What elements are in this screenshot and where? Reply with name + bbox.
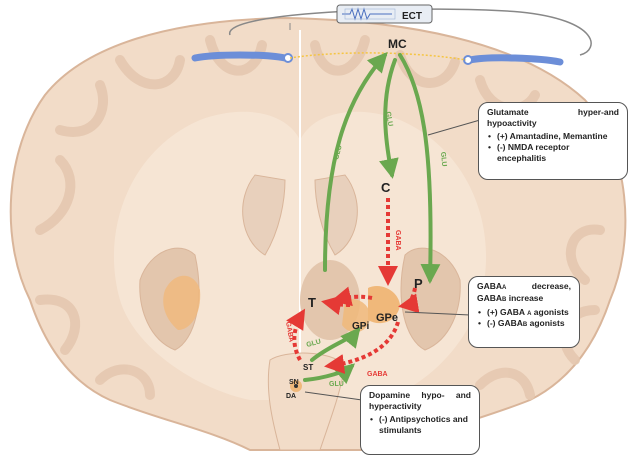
st-label: ST bbox=[303, 363, 313, 372]
da-label: DA bbox=[286, 393, 296, 400]
glutamate-callout-title: Glutamate hyper-and hypoactivity bbox=[487, 107, 619, 129]
right-electrode bbox=[466, 54, 564, 66]
gaba-c-gpe-label: GABA bbox=[394, 230, 401, 251]
ect-device: ECT bbox=[191, 4, 592, 66]
c-label: C bbox=[381, 180, 391, 195]
gaba-callout-list: (+) GABA A agonists (-) GABAB agonists bbox=[477, 307, 571, 331]
mc-c-glutamate-arrow bbox=[379, 58, 399, 179]
gpi-label: GPi bbox=[352, 321, 369, 332]
glutamate-callout-list: (+) Amantadine, Memantine (-) NMDA recep… bbox=[487, 131, 619, 164]
brain-section bbox=[9, 16, 627, 451]
mc-label: MC bbox=[388, 37, 407, 51]
gaba-item-b-agonists: (-) GABAB agonists bbox=[478, 318, 571, 330]
t-label: T bbox=[308, 295, 316, 310]
mc-p-glutamate-arrow bbox=[398, 53, 441, 284]
glutamate-callout: Glutamate hyper-and hypoactivity (+) Ama… bbox=[478, 102, 628, 180]
sn-glutamate-arrow bbox=[303, 363, 356, 385]
gaba-callout-pointer bbox=[404, 311, 471, 316]
glutamate-item-amantadine: (+) Amantadine, Memantine bbox=[488, 131, 619, 142]
gpi-nucleus bbox=[342, 299, 371, 333]
gaba-gpe-st-label: GABA bbox=[367, 371, 388, 378]
st-gpi-glutamate-arrow bbox=[310, 326, 361, 362]
gpe-t-gaba-arrow bbox=[331, 286, 373, 307]
gaba-callout-title-line1: GABAA decrease, bbox=[477, 281, 571, 291]
gaba-gpi-t-label: GABA bbox=[284, 321, 294, 343]
gpe-nucleus bbox=[368, 285, 400, 324]
glu-st-gpi-label: GLU bbox=[306, 338, 322, 349]
mc-t-glutamate-arrow bbox=[323, 52, 388, 272]
glutamate-item-nmda: (-) NMDA receptor encephalitis bbox=[488, 142, 619, 164]
ect-label: ECT bbox=[402, 11, 422, 22]
gaba-item-a-agonists: (+) GABA A agonists bbox=[478, 307, 571, 319]
glu-sn-label: GLU bbox=[329, 381, 344, 388]
gaba-callout: GABAA decrease, GABAB increase (+) GABA … bbox=[468, 276, 580, 348]
gaba-pathways bbox=[286, 198, 420, 374]
dopamine-callout: Dopamine hypo- and hyperactivity (-) Ant… bbox=[360, 385, 480, 455]
gpe-st-gaba-arrow bbox=[324, 321, 400, 374]
gpe-label: GPe bbox=[376, 312, 398, 324]
sn-label: SN bbox=[289, 379, 299, 386]
glutamate-pathways bbox=[303, 52, 441, 385]
gaba-callout-title-line2: GABAB increase bbox=[477, 292, 544, 303]
dopamine-callout-title: Dopamine hypo- and hyperactivity bbox=[369, 390, 471, 412]
dopamine-item-antipsychotics: (-) Antipsychotics and stimulants bbox=[370, 414, 471, 436]
p-gpe-gaba-arrow bbox=[398, 287, 420, 314]
p-label: P bbox=[414, 276, 423, 291]
gpi-t-gaba-arrow bbox=[286, 308, 306, 361]
glutamate-callout-pointer bbox=[427, 119, 481, 136]
glu-mc-t-label: GLU bbox=[333, 144, 344, 160]
dopamine-callout-list: (-) Antipsychotics and stimulants bbox=[369, 414, 471, 436]
glu-mc-c-label: GLU bbox=[384, 111, 393, 127]
gpi-t-gaba-arrow-upper bbox=[321, 295, 351, 315]
left-electrode bbox=[191, 51, 289, 62]
dopamine-callout-pointer bbox=[304, 391, 363, 401]
glu-mc-p-label: GLU bbox=[439, 152, 447, 167]
